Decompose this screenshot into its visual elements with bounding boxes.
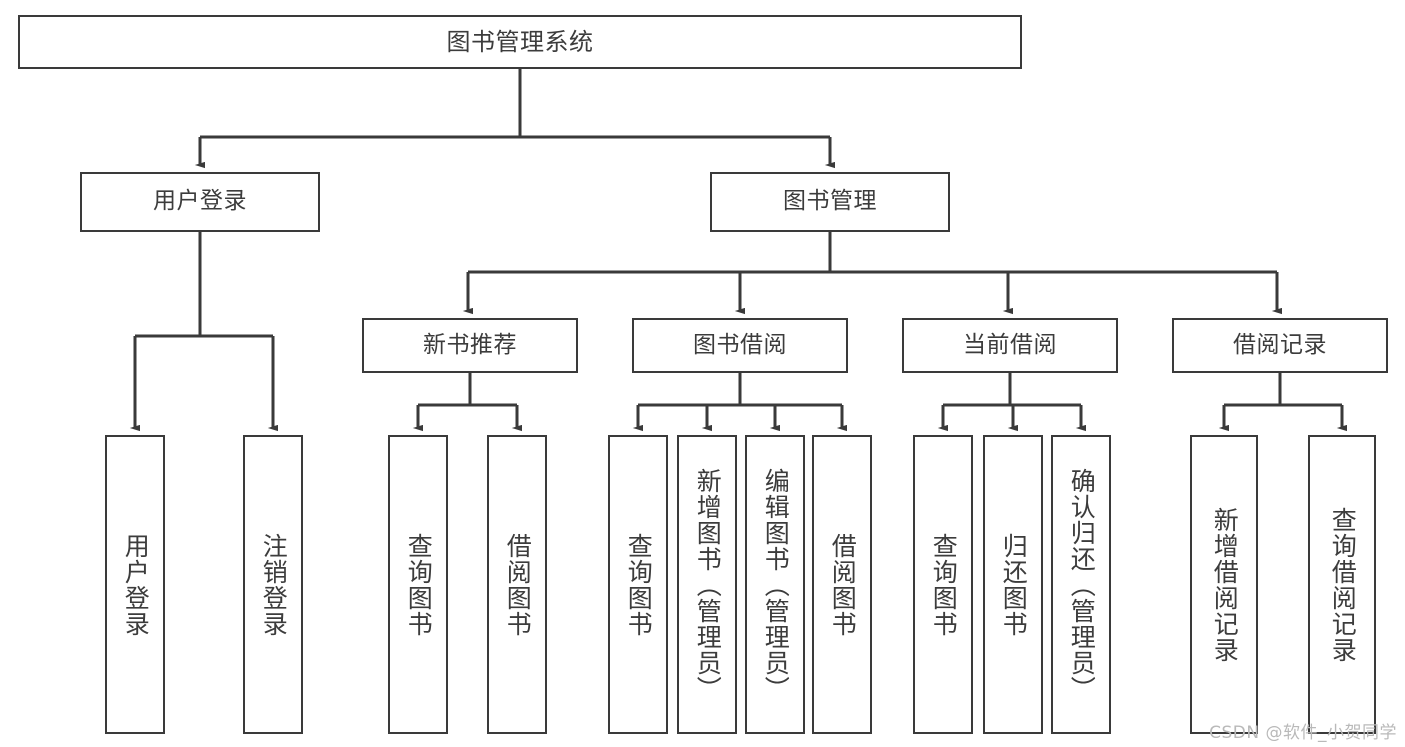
node-new-book-recommend[interactable]: 新书推荐 (362, 318, 578, 373)
node-user-login[interactable]: 用户登录 (80, 172, 320, 232)
node-leaf-query-record-label: 查询借阅记录 (1328, 506, 1358, 663)
node-leaf-edit-book-label: 编辑图书（管理员） (761, 467, 791, 702)
node-leaf-add-record-label: 新增借阅记录 (1210, 506, 1240, 663)
node-leaf-add-record[interactable]: 新增借阅记录 (1190, 435, 1258, 734)
node-leaf-borrow-book-2-label: 借阅图书 (828, 532, 858, 637)
node-leaf-query-book-1-label: 查询图书 (404, 532, 434, 637)
node-borrow-record-label: 借阅记录 (1233, 331, 1327, 358)
watermark: CSDN @软件_小贺同学 (1209, 723, 1397, 743)
node-leaf-borrow-book-1[interactable]: 借阅图书 (487, 435, 547, 734)
node-book-borrow-label: 图书借阅 (693, 331, 787, 358)
node-leaf-user-logout[interactable]: 注销登录 (243, 435, 303, 734)
node-leaf-confirm-return[interactable]: 确认归还（管理员） (1051, 435, 1111, 734)
node-leaf-query-book-3-label: 查询图书 (929, 532, 959, 637)
node-leaf-user-login[interactable]: 用户登录 (105, 435, 165, 734)
node-leaf-confirm-return-label: 确认归还（管理员） (1067, 467, 1097, 702)
node-root-label: 图书管理系统 (446, 27, 594, 56)
node-leaf-edit-book[interactable]: 编辑图书（管理员） (745, 435, 805, 734)
node-leaf-query-book-3[interactable]: 查询图书 (913, 435, 973, 734)
node-leaf-query-book-2[interactable]: 查询图书 (608, 435, 668, 734)
node-leaf-query-record[interactable]: 查询借阅记录 (1308, 435, 1376, 734)
node-book-management-label: 图书管理 (783, 188, 877, 215)
node-leaf-add-book[interactable]: 新增图书（管理员） (677, 435, 737, 734)
node-user-login-label: 用户登录 (153, 188, 247, 215)
node-leaf-query-book-1[interactable]: 查询图书 (388, 435, 448, 734)
node-leaf-return-book[interactable]: 归还图书 (983, 435, 1043, 734)
node-book-borrow[interactable]: 图书借阅 (632, 318, 848, 373)
node-root[interactable]: 图书管理系统 (18, 15, 1022, 69)
node-current-borrow[interactable]: 当前借阅 (902, 318, 1118, 373)
node-current-borrow-label: 当前借阅 (963, 331, 1057, 358)
node-leaf-return-book-label: 归还图书 (999, 532, 1029, 637)
node-new-book-recommend-label: 新书推荐 (423, 331, 517, 358)
node-leaf-user-login-label: 用户登录 (121, 532, 151, 637)
node-borrow-record[interactable]: 借阅记录 (1172, 318, 1388, 373)
node-leaf-borrow-book-2[interactable]: 借阅图书 (812, 435, 872, 734)
node-leaf-user-logout-label: 注销登录 (259, 532, 289, 637)
node-leaf-borrow-book-1-label: 借阅图书 (503, 532, 533, 637)
node-leaf-add-book-label: 新增图书（管理员） (693, 467, 723, 702)
node-book-management[interactable]: 图书管理 (710, 172, 950, 232)
node-leaf-query-book-2-label: 查询图书 (624, 532, 654, 637)
